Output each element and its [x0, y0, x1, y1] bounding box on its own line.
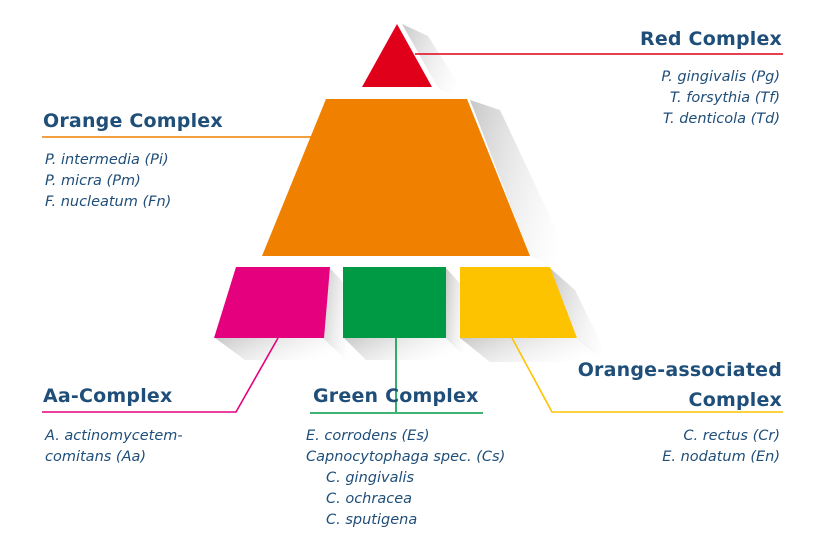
list-item: P. intermedia (Pi)	[45, 152, 169, 168]
orange-associated-complex-list: C. rectus (Cr) E. nodatum (En)	[662, 426, 780, 468]
list-item: C. sputigena	[326, 512, 418, 528]
orange-associated-complex-title: Orange-associated Complex	[578, 355, 782, 415]
green-complex-title: Green Complex	[313, 385, 479, 407]
red-complex-title: Red Complex	[640, 28, 782, 50]
list-item: C. gingivalis	[326, 470, 415, 486]
list-item: P. gingivalis (Pg)	[661, 69, 780, 85]
orange-associated-title-line2: Complex	[688, 389, 782, 411]
list-item: A. actinomycetem-	[45, 428, 183, 444]
orange-complex-title: Orange Complex	[43, 110, 223, 132]
green-complex-sublist: C. gingivalis C. ochracea C. sputigena	[326, 468, 417, 531]
list-item: Capnocytophaga spec. (Cs)	[306, 449, 506, 465]
green-complex-list: E. corrodens (Es) Capnocytophaga spec. (…	[306, 426, 505, 468]
list-item: C. ochracea	[326, 491, 413, 507]
aa-complex-block	[214, 267, 330, 338]
list-item: F. nucleatum (Fn)	[45, 194, 172, 210]
orange-associated-complex-block	[460, 267, 577, 338]
aa-complex-title: Aa-Complex	[43, 385, 173, 407]
list-item: C. rectus (Cr)	[683, 428, 780, 444]
orange-complex-trapezoid	[262, 99, 530, 256]
list-item: T. denticola (Td)	[662, 111, 780, 127]
green-complex-block	[343, 267, 446, 338]
red-complex-triangle	[362, 24, 432, 87]
aa-connector-line	[42, 337, 279, 413]
list-item: comitans (Aa)	[45, 449, 147, 465]
red-complex-list: P. gingivalis (Pg) T. forsythia (Tf) T. …	[661, 67, 780, 130]
orange-associated-connector-line	[511, 337, 783, 413]
list-item: P. micra (Pm)	[45, 173, 141, 189]
list-item: T. forsythia (Tf)	[669, 90, 780, 106]
aa-complex-list: A. actinomycetem- comitans (Aa)	[45, 426, 183, 468]
orange-associated-title-line1: Orange-associated	[577, 359, 782, 381]
list-item: E. nodatum (En)	[662, 449, 780, 465]
list-item: E. corrodens (Es)	[306, 428, 430, 444]
orange-complex-list: P. intermedia (Pi) P. micra (Pm) F. nucl…	[45, 150, 171, 213]
